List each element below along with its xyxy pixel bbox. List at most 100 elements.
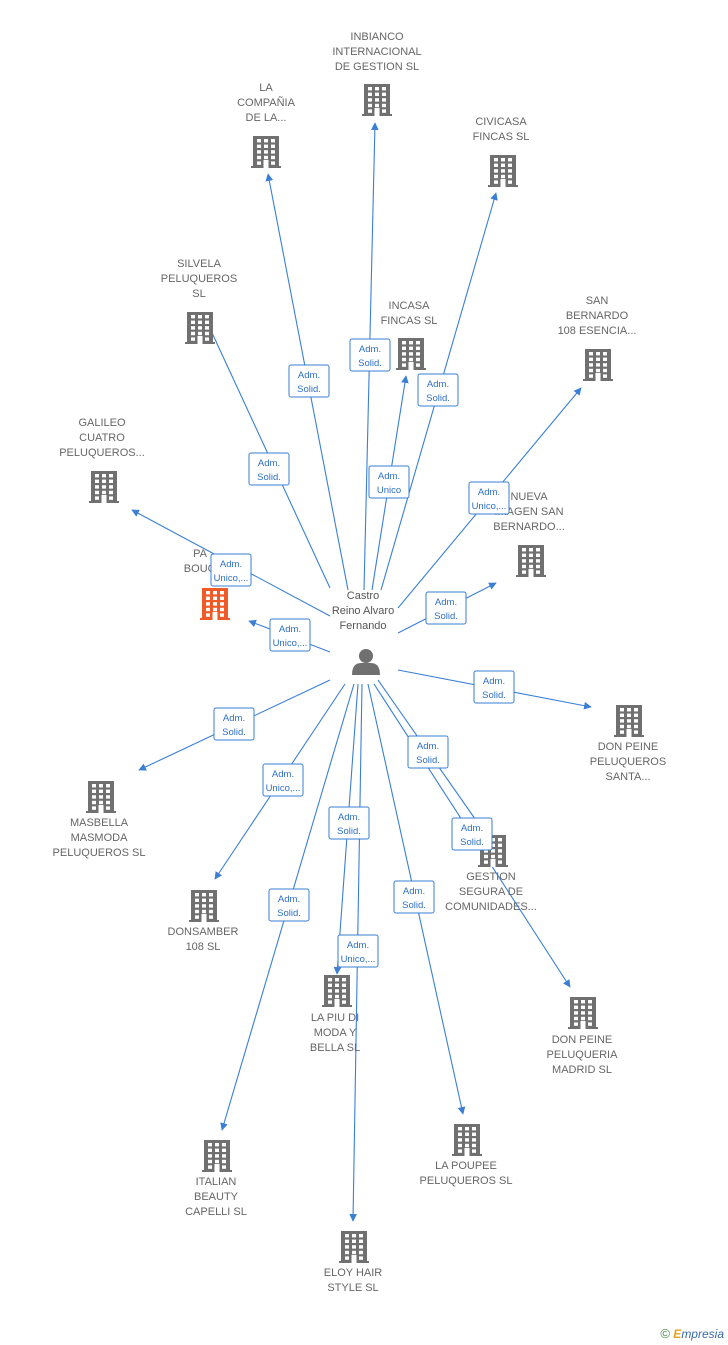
edge-label-line: Adm. (223, 713, 245, 724)
edge-label-line: Adm. (278, 894, 300, 905)
company-label-line: PELUQUERIA (547, 1049, 619, 1061)
edge-label-line: Adm. (461, 823, 483, 834)
building-icon (614, 705, 644, 737)
edge-label-galileo[interactable]: Adm. Unico,... (210, 553, 252, 587)
edge-label-box (269, 618, 311, 652)
edge-label-box (337, 934, 379, 968)
edge-label-incasa[interactable]: Adm. Unico (368, 465, 410, 499)
edge-label-line: Adm. (403, 886, 425, 897)
edge-label-line: Adm. (298, 370, 320, 381)
building-icon (516, 545, 546, 577)
company-label-line: MASBELLA (70, 817, 129, 829)
company-label-line: GALILEO (78, 417, 126, 429)
edge-label-civicasa[interactable]: Adm.Solid. (417, 373, 459, 407)
company-label-line: PELUQUEROS SL (53, 847, 146, 859)
edge-label-text: Adm.Solid. (222, 713, 246, 738)
company-label-line: PELUQUEROS SL (420, 1175, 513, 1187)
company-label-line: ELOY HAIR (324, 1267, 383, 1279)
edge-label-inbianco[interactable]: Adm.Solid. (349, 338, 391, 372)
edge-label-text: Adm.Unico,... (472, 487, 507, 512)
company-label-line: SANTA... (605, 771, 650, 783)
edge-label-line: Adm. (378, 471, 400, 482)
edge-label-donpeinemadrid[interactable]: Adm.Solid. (451, 817, 493, 851)
edge-label-line: Unico,... (266, 783, 301, 794)
edge-label-line: Adm. (359, 344, 381, 355)
edge-label-donsamber[interactable]: Adm. Unico,... (262, 763, 304, 797)
company-node-eloy[interactable]: ELOY HAIR STYLE SL (324, 1231, 383, 1294)
company-label-line: STYLE SL (327, 1282, 378, 1294)
edge-label-box (451, 817, 493, 851)
edge-label-line: Adm. (435, 597, 457, 608)
company-label-line: CUATRO (79, 432, 125, 444)
edge-label-line: Solid. (277, 908, 301, 919)
edge-label-line: Adm. (272, 769, 294, 780)
edge-label-italian[interactable]: Adm. Solid. (268, 888, 310, 922)
edge-label-lapiu[interactable]: Adm.Solid. (328, 806, 370, 840)
company-label-line: CAPELLI SL (185, 1206, 247, 1218)
edge-label-line: Solid. (426, 393, 450, 404)
company-label-line: BERNARDO (566, 310, 629, 322)
company-label-line: BELLA SL (310, 1042, 360, 1054)
edge-label-lapoupee[interactable]: Adm. Solid. (393, 880, 435, 914)
company-label-line: FINCAS SL (473, 131, 530, 143)
edge-label-box (213, 707, 255, 741)
edge-label-line: Unico,... (214, 573, 249, 584)
edge-label-text: Adm.Solid. (434, 597, 458, 622)
building-icon (86, 781, 116, 813)
empresia-watermark: © Empresia (660, 1326, 724, 1341)
edge-label-box (262, 763, 304, 797)
edge-label-masbella[interactable]: Adm.Solid. (213, 707, 255, 741)
edge-label-eloy[interactable]: Adm.Unico,... (337, 934, 379, 968)
edge-label-gestion[interactable]: Adm.Solid. (407, 735, 449, 769)
edge-label-silvela[interactable]: Adm. Solid. (248, 452, 290, 486)
edge-label-text: Adm. Unico,... (266, 769, 301, 794)
company-label-line: PA (193, 548, 208, 560)
edge-label-donpeinesanta[interactable]: Adm.Solid. (473, 670, 515, 704)
edge-label-nuevaimagen[interactable]: Adm.Solid. (425, 591, 467, 625)
edge-label-line: Unico,... (472, 501, 507, 512)
edge-label-line: Adm. (347, 940, 369, 951)
edge-label-paboug[interactable]: Adm.Unico,... (269, 618, 311, 652)
edge-label-line: Solid. (257, 472, 281, 483)
company-label: ELOY HAIR STYLE SL (324, 1267, 383, 1294)
edge-label-sanbernardo[interactable]: Adm.Unico,... (468, 481, 510, 515)
building-icon (89, 471, 119, 503)
edge-label-line: Solid. (416, 755, 440, 766)
company-label-line: COMPAÑIA (237, 96, 296, 109)
edge-label-text: Adm. Solid. (277, 894, 301, 919)
edge-label-line: Adm. (258, 458, 280, 469)
edge-label-line: Solid. (402, 900, 426, 911)
edge-label-line: Adm. (220, 559, 242, 570)
edge-label-line: Unico (377, 485, 401, 496)
building-icon (202, 1140, 232, 1172)
edge-label-line: Solid. (297, 384, 321, 395)
company-label-line: LA PIU DI (311, 1012, 359, 1024)
edge-label-compania[interactable]: Adm. Solid. (288, 364, 330, 398)
company-label-line: ITALIAN (196, 1176, 237, 1188)
